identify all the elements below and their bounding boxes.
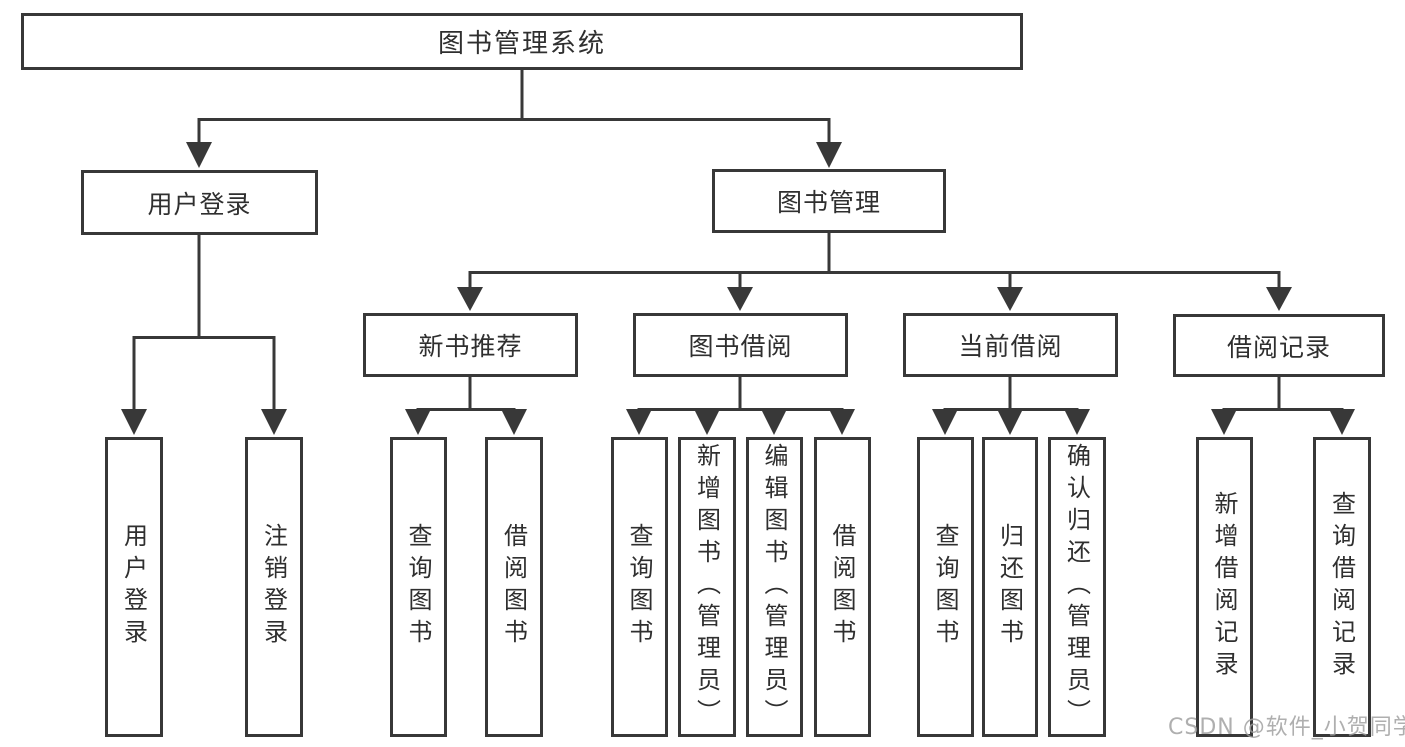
arrowhead-book-borrow <box>727 287 753 311</box>
leaf-bb-query-books: 查询图书 <box>611 437 668 737</box>
leaf-bb-borrow-books: 借阅图书 <box>814 437 871 737</box>
arrowhead-bb-borrow-books <box>829 409 855 435</box>
connector-userlogin-to-children <box>132 234 276 410</box>
arrowhead-new-book-recommend <box>457 287 483 311</box>
leaf-cb-confirm-return: 确认归还（管理员） <box>1048 437 1106 737</box>
arrowhead-nb-query-books <box>405 409 431 435</box>
connector-currentborrow-to-children <box>943 377 1079 412</box>
watermark-text: CSDN @软件_小贺同学 <box>1168 715 1405 740</box>
connector-borrowrecords-to-children <box>1222 377 1344 411</box>
leaf-logout: 注销登录 <box>245 437 303 737</box>
node-book-borrow: 图书借阅 <box>633 313 848 377</box>
leaf-cb-return-books: 归还图书 <box>982 437 1038 737</box>
leaf-cb-query-books: 查询图书 <box>917 437 974 737</box>
leaf-nb-query-books: 查询图书 <box>390 437 447 737</box>
connector-bookborrow-to-children <box>637 377 844 412</box>
arrowhead-nb-borrow-books <box>501 409 527 435</box>
arrowhead-br-add-record <box>1211 409 1237 435</box>
arrowhead-user-login <box>186 142 212 168</box>
connector-root-to-level2 <box>197 69 831 143</box>
leaf-br-query-record: 查询借阅记录 <box>1313 437 1371 737</box>
arrowhead-cb-query-books <box>932 409 958 435</box>
arrowhead-book-management <box>816 142 842 168</box>
arrowhead-cb-return-books <box>997 409 1023 435</box>
node-borrow-records: 借阅记录 <box>1173 314 1385 377</box>
arrowhead-leaf-logout <box>261 409 287 435</box>
node-new-book-recommend: 新书推荐 <box>363 313 578 377</box>
arrowhead-br-query-record <box>1329 409 1355 435</box>
arrowhead-leaf-user-login <box>121 409 147 435</box>
node-user-login: 用户登录 <box>81 170 318 235</box>
leaf-nb-borrow-books: 借阅图书 <box>485 437 543 737</box>
leaf-user-login: 用户登录 <box>105 437 163 737</box>
connector-newbook-to-children <box>416 377 516 411</box>
arrowhead-cb-confirm-return <box>1064 409 1090 435</box>
node-book-management: 图书管理 <box>712 169 946 233</box>
node-current-borrow: 当前借阅 <box>903 313 1118 377</box>
arrowhead-current-borrow <box>997 287 1023 311</box>
arrowhead-bb-query-books <box>626 409 652 435</box>
arrowheads <box>121 142 1355 435</box>
leaf-br-add-record: 新增借阅记录 <box>1196 437 1253 737</box>
leaf-bb-edit-books: 编辑图书（管理员） <box>746 437 803 737</box>
arrowhead-borrow-records <box>1266 287 1292 311</box>
arrowhead-bb-edit-books <box>761 409 787 435</box>
node-root: 图书管理系统 <box>21 13 1023 70</box>
leaf-bb-add-books: 新增图书（管理员） <box>678 437 736 737</box>
arrowhead-bb-add-books <box>694 409 720 435</box>
connector-bookmgmt-to-level3 <box>468 233 1281 287</box>
